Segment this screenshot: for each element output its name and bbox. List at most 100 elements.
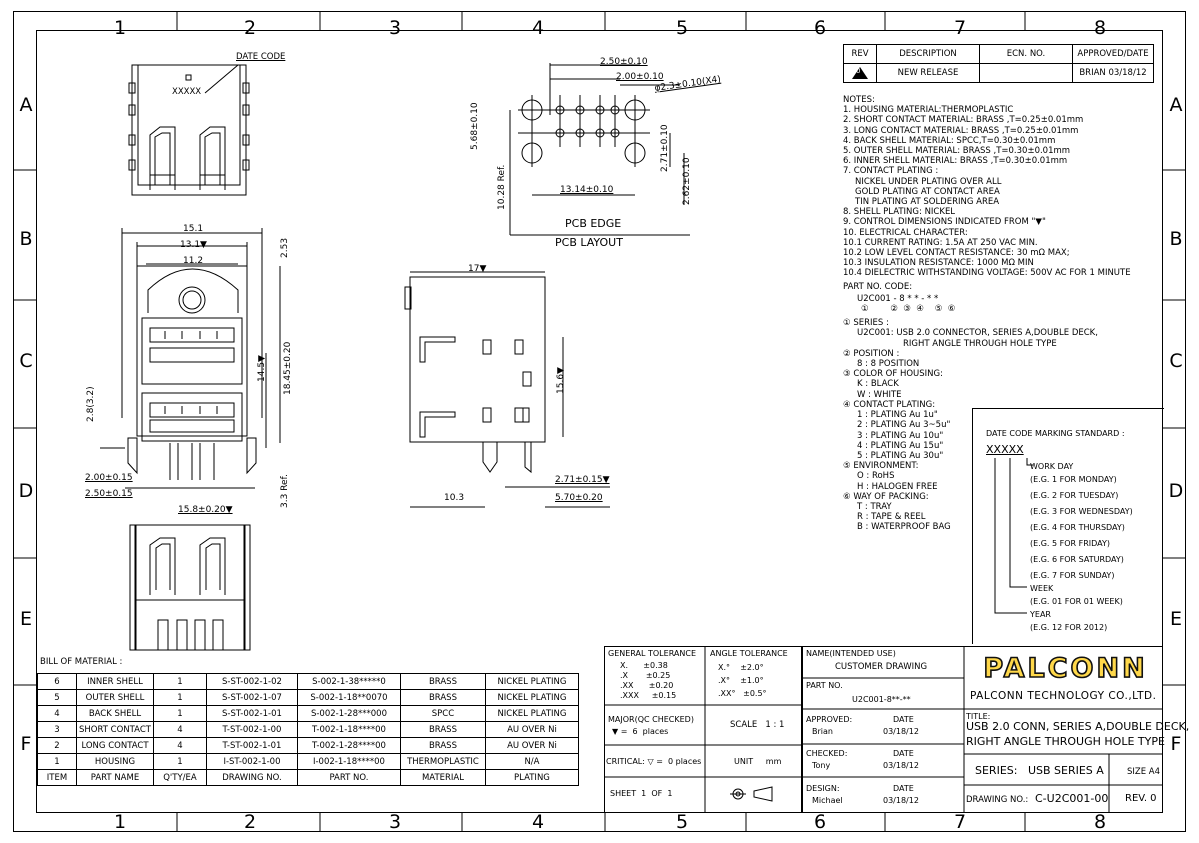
zone-bottom-7: 7 bbox=[953, 811, 967, 833]
bom-cell: SPCC bbox=[399, 705, 486, 722]
zone-top-4: 4 bbox=[531, 17, 545, 39]
part-code-circles: ① ② ③ ④ ⑤ ⑥ bbox=[861, 304, 956, 315]
bom-cell: BRASS bbox=[399, 673, 486, 690]
checked-date-label: DATE bbox=[893, 749, 914, 758]
zone-right-e: E bbox=[1169, 608, 1182, 630]
dim-2-00: 2.00±0.15 bbox=[85, 473, 133, 483]
bom-cell: NICKEL PLATING bbox=[484, 689, 579, 706]
pcb-dim-13-14: 13.14±0.10 bbox=[560, 185, 614, 195]
critical-value: CRITICAL: ▽ = 0 places bbox=[606, 757, 702, 766]
size-value: SIZE A4 bbox=[1127, 767, 1161, 777]
dim-2-8: 2.8(3.2) bbox=[86, 386, 96, 422]
zone-bottom-6: 6 bbox=[813, 811, 827, 833]
date-code-std-title: DATE CODE MARKING STANDARD : bbox=[986, 429, 1125, 438]
major-label: MAJOR(QC CHECKED) bbox=[608, 715, 694, 724]
code-line: ② POSITION : bbox=[843, 348, 900, 359]
rev-value: REV. 0 bbox=[1125, 793, 1157, 804]
date-code-standard-box bbox=[972, 408, 1164, 644]
zone-left-a: A bbox=[19, 94, 33, 116]
bom-cell: I-ST-002-1-00 bbox=[205, 753, 298, 770]
dcs-line: (E.G. 2 FOR TUESDAY) bbox=[1030, 491, 1119, 500]
general-tol-title: GENERAL TOLERANCE bbox=[608, 649, 697, 658]
code-line: ① SERIES : bbox=[843, 318, 889, 329]
title-grid-lines bbox=[802, 646, 1163, 813]
side-dim-10-3: 10.3 bbox=[444, 493, 465, 503]
notes-block: NOTES: 1. HOUSING MATERIAL:THERMOPLASTIC… bbox=[843, 95, 1131, 533]
bom-header: PART NAME bbox=[76, 769, 154, 786]
sheet-value: SHEET 1 OF 1 bbox=[610, 789, 673, 798]
bom-title: BILL OF MATERIAL : bbox=[40, 657, 123, 667]
code-line: 4 : PLATING Au 15u" bbox=[857, 440, 944, 451]
zone-left-c: C bbox=[19, 350, 33, 372]
code-line: 3 : PLATING Au 10u" bbox=[857, 430, 944, 441]
code-line: ④ CONTACT PLATING: bbox=[843, 399, 936, 410]
bom-header: DRAWING NO. bbox=[205, 769, 298, 786]
part-no-value: U2C001-8**-** bbox=[852, 695, 911, 704]
code-line: RIGHT ANGLE THROUGH HOLE TYPE bbox=[903, 338, 1057, 349]
bom-cell: S-002-1-28***000 bbox=[296, 705, 401, 722]
side-dim-5-70: 5.70±0.20 bbox=[555, 493, 603, 503]
zone-top-3: 3 bbox=[388, 17, 402, 39]
code-line: ③ COLOR OF HOUSING: bbox=[843, 369, 943, 380]
side-dim-17: 17▼ bbox=[468, 264, 487, 274]
name-label: NAME(INTENDED USE) bbox=[806, 649, 896, 658]
rev-header: REV bbox=[843, 44, 877, 64]
code-line: H : HALOGEN FREE bbox=[857, 481, 938, 492]
code-line: W : WHITE bbox=[857, 389, 902, 400]
part-code: U2C001 - 8 * * - * * bbox=[857, 293, 939, 304]
bom-cell: BRASS bbox=[399, 689, 486, 706]
dcs-line: WEEK bbox=[1030, 584, 1054, 593]
rev-description: NEW RELEASE bbox=[876, 63, 980, 83]
zone-left-b: B bbox=[19, 228, 33, 250]
bom-cell: N/A bbox=[484, 753, 579, 770]
bottom-view-drawing bbox=[129, 524, 251, 651]
dim-18-45: 18.45±0.20 bbox=[283, 341, 293, 395]
rev-cell: 0 bbox=[843, 63, 877, 83]
bom-cell: S-ST-002-1-02 bbox=[205, 673, 298, 690]
bom-cell: AU OVER Ni bbox=[484, 721, 579, 738]
bom-cell: T-ST-002-1-00 bbox=[205, 721, 298, 738]
bom-cell: BRASS bbox=[399, 737, 486, 754]
checked-name: Tony bbox=[812, 761, 831, 770]
pcb-dim-2-62: 2.62±0.10 bbox=[682, 157, 692, 205]
approved-header: APPROVED/DATE bbox=[1072, 44, 1154, 64]
dcs-line: YEAR bbox=[1030, 610, 1051, 619]
note-line: 8. SHELL PLATING: NICKEL bbox=[843, 207, 956, 218]
bom-header: Q'TY/EA bbox=[152, 769, 207, 786]
bom-cell: S-002-1-18**0070 bbox=[296, 689, 401, 706]
dcs-line: WORK DAY bbox=[1030, 462, 1074, 471]
approved-label: APPROVED: bbox=[806, 715, 853, 724]
dcs-line: (E.G. 6 FOR SATURDAY) bbox=[1030, 555, 1124, 564]
side-dim-15-6: 15.6▼ bbox=[556, 367, 566, 394]
bom-cell: 4 bbox=[152, 721, 207, 738]
major-value: ▼ = 6 places bbox=[612, 727, 669, 736]
code-line: ⑤ ENVIRONMENT: bbox=[843, 461, 919, 472]
checked-label: CHECKED: bbox=[806, 749, 848, 758]
bom-cell: 1 bbox=[152, 753, 207, 770]
code-line: R : TAPE & REEL bbox=[857, 512, 926, 523]
bom-cell: 5 bbox=[37, 689, 77, 706]
zone-top-5: 5 bbox=[675, 17, 689, 39]
dim-15-8: 15.8±0.20▼ bbox=[178, 505, 233, 515]
dcs-line: (E.G. 5 FOR FRIDAY) bbox=[1030, 539, 1111, 548]
bom-header: ITEM bbox=[37, 769, 77, 786]
zone-left-d: D bbox=[18, 480, 34, 502]
note-line: 9. CONTROL DIMENSIONS INDICATED FROM "▼" bbox=[843, 217, 1046, 228]
bom-cell: THERMOPLASTIC bbox=[399, 753, 486, 770]
note-line: 5. OUTER SHELL MATERIAL: BRASS ,T=0.30±0… bbox=[843, 146, 1071, 157]
dim-2-50: 2.50±0.15 bbox=[85, 489, 133, 499]
rev-mark: 0 bbox=[856, 67, 861, 75]
bom-cell: SHORT CONTACT bbox=[76, 721, 154, 738]
note-line: 3. LONG CONTACT MATERIAL: BRASS ,T=0.25±… bbox=[843, 125, 1079, 136]
checked-date: 03/18/12 bbox=[883, 761, 919, 770]
dcs-line: (E.G. 7 FOR SUNDAY) bbox=[1030, 571, 1115, 580]
bom-cell: 1 bbox=[37, 753, 77, 770]
dcs-line: (E.G. 3 FOR WEDNESDAY) bbox=[1030, 507, 1133, 516]
bom-cell: NICKEL PLATING bbox=[484, 705, 579, 722]
angle-tol-line: .XX° ±0.5° bbox=[718, 689, 767, 698]
bom-cell: 4 bbox=[37, 705, 77, 722]
